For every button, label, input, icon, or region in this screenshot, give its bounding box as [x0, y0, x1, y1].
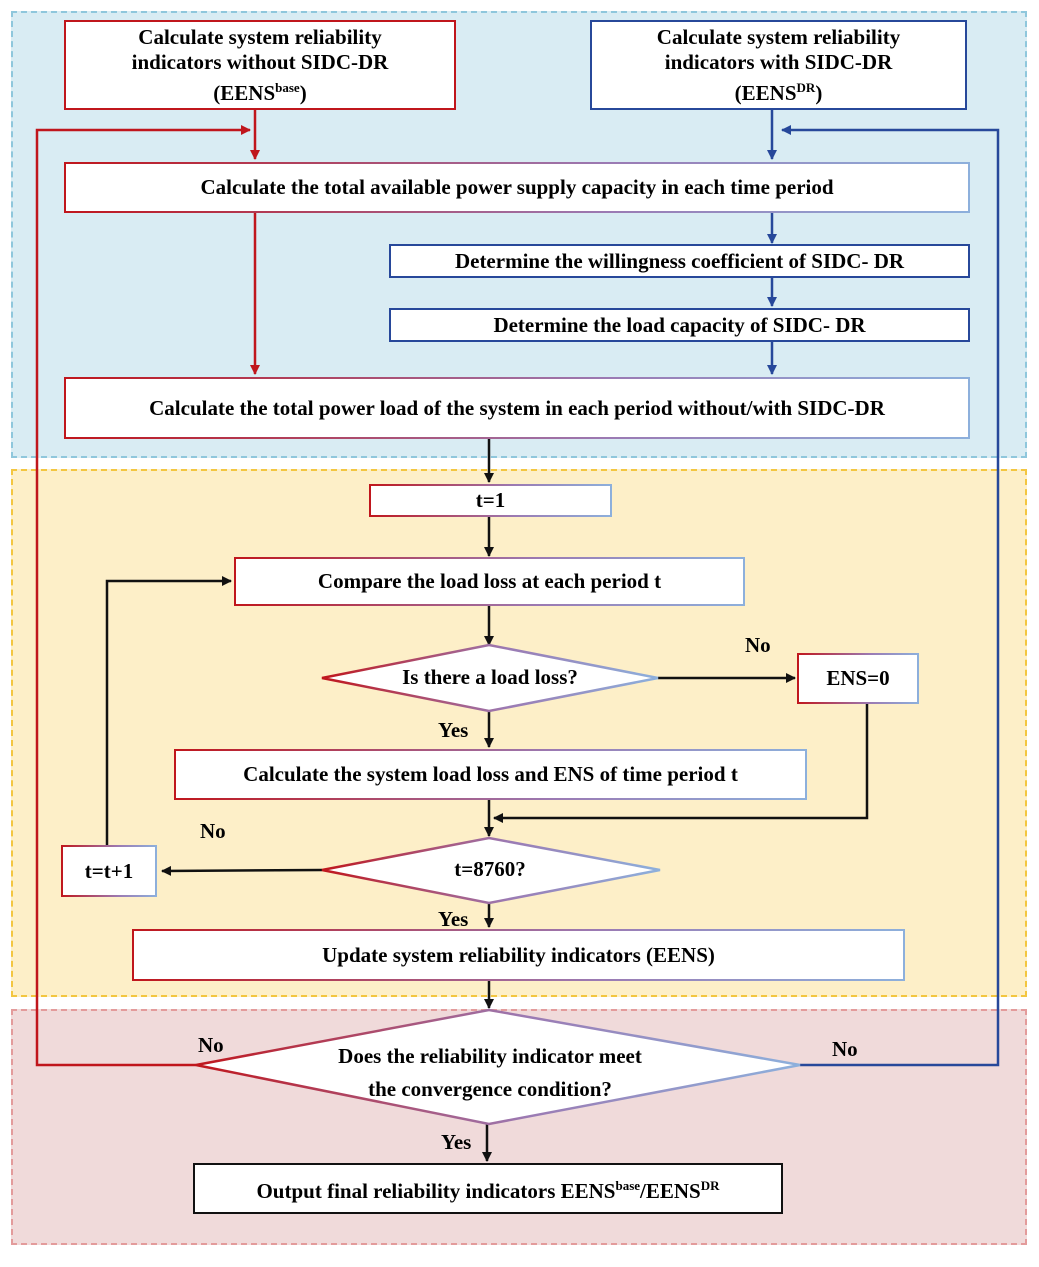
- box-compare-load-loss: Compare the load loss at each period t: [234, 557, 745, 606]
- box-supply-capacity: Calculate the total available power supp…: [64, 162, 970, 213]
- output-text: Output final reliability indicators EENS…: [256, 1173, 719, 1204]
- with-line1: Calculate system reliability: [656, 24, 901, 49]
- arrow-ens0-to-merge: [493, 704, 869, 823]
- paren-close: ): [299, 80, 307, 105]
- paren-close: ): [815, 80, 823, 105]
- with-line2: indicators with SIDC-DR: [664, 49, 893, 74]
- with-line3: (EENSDR): [735, 75, 823, 106]
- box-without-sidc-dr: Calculate system reliability indicators …: [64, 20, 456, 110]
- label-yes-t-check: Yes: [438, 907, 469, 931]
- decision-t8760-shape: [321, 836, 661, 905]
- converge-line2: the convergence condition?: [368, 1077, 612, 1101]
- ens-zero-text: ENS=0: [826, 666, 890, 690]
- decision-load-loss-text: Is there a load loss?: [402, 665, 578, 689]
- t-inc-text: t=t+1: [84, 858, 134, 883]
- box-ens-zero: ENS=0: [797, 653, 919, 704]
- box-total-power-load: Calculate the total power load of the sy…: [64, 377, 970, 439]
- total-load-text: Calculate the total power load of the sy…: [149, 395, 885, 420]
- load-capacity-text: Determine the load capacity of SIDC- DR: [493, 312, 866, 337]
- dr-superscript: DR: [796, 79, 816, 95]
- decision-convergence-text: Does the reliability indicator meet the …: [280, 1040, 700, 1106]
- update-text: Update system reliability indicators (EE…: [322, 942, 715, 967]
- calc-ens-text: Calculate the system load loss and ENS o…: [243, 762, 738, 786]
- eens-text: (EENS: [734, 80, 797, 105]
- supply-text: Calculate the total available power supp…: [200, 175, 834, 199]
- converge-line1: Does the reliability indicator meet: [338, 1044, 642, 1068]
- label-no-convergence-right: No: [832, 1037, 858, 1061]
- decision-t8760-text: t=8760?: [454, 857, 526, 881]
- without-line3: (EENSbase): [213, 75, 306, 106]
- dr-superscript: DR: [700, 1178, 720, 1193]
- base-superscript: base: [615, 1178, 641, 1193]
- zone-time-loop: [11, 469, 1027, 997]
- base-superscript: base: [275, 79, 300, 95]
- label-no-load-loss: No: [745, 633, 771, 657]
- box-t-init: t=1: [369, 484, 612, 517]
- box-update-eens: Update system reliability indicators (EE…: [132, 929, 905, 981]
- arrow-tcheck-no-to-tinc: [161, 865, 323, 876]
- label-no-convergence-left: No: [198, 1033, 224, 1057]
- t-init-text: t=1: [475, 488, 506, 512]
- box-willingness-coefficient: Determine the willingness coefficient of…: [389, 244, 970, 278]
- box-output-final: Output final reliability indicators EENS…: [193, 1163, 783, 1214]
- box-t-increment: t=t+1: [61, 845, 157, 897]
- decision-convergence-shape: [195, 1008, 801, 1126]
- loop-red-no: [35, 125, 251, 1067]
- compare-text: Compare the load loss at each period t: [317, 569, 662, 593]
- eens-text: (EENS: [213, 80, 276, 105]
- box-load-capacity: Determine the load capacity of SIDC- DR: [389, 308, 970, 342]
- label-yes-convergence: Yes: [441, 1130, 472, 1154]
- willingness-text: Determine the willingness coefficient of…: [454, 248, 905, 273]
- box-calc-ens: Calculate the system load loss and ENS o…: [174, 749, 807, 800]
- loop-blue-no: [781, 125, 1000, 1067]
- label-yes-load-loss: Yes: [438, 718, 469, 742]
- without-line2: indicators without SIDC-DR: [131, 49, 389, 74]
- decision-load-loss-shape: [321, 643, 659, 713]
- box-with-sidc-dr: Calculate system reliability indicators …: [590, 20, 967, 110]
- output-mid: /EENS: [640, 1179, 701, 1203]
- output-prefix: Output final reliability indicators EENS: [256, 1179, 616, 1203]
- label-no-t-check: No: [200, 819, 226, 843]
- loop-tinc-to-compare: [105, 576, 232, 845]
- without-line1: Calculate system reliability: [138, 24, 382, 49]
